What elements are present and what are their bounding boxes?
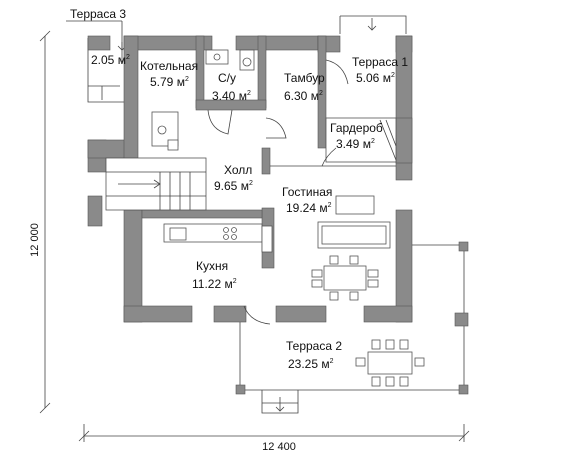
living-furniture xyxy=(270,165,396,301)
room-name: Терраса 2 xyxy=(286,339,342,353)
walls xyxy=(87,35,413,323)
room-name: Гардероб xyxy=(330,121,383,135)
room-area: 5.79 м2 xyxy=(150,75,189,89)
width-dimension-label: 12 400 xyxy=(262,441,296,453)
door-swings xyxy=(207,59,349,325)
room-area: 11.22 м2 xyxy=(192,277,237,291)
staircase xyxy=(105,157,207,211)
room-name: Холл xyxy=(224,163,252,177)
boiler-equipment xyxy=(151,111,179,151)
room-area: 19.24 м2 xyxy=(286,201,332,215)
room-area: 23.25 м2 xyxy=(288,357,334,371)
dimension-lines xyxy=(39,30,470,442)
terrace1-outline xyxy=(339,15,407,34)
room-area: 2.05 м2 xyxy=(91,53,130,67)
room-name: Тамбур xyxy=(284,71,325,85)
terrace2-outline xyxy=(235,241,469,414)
room-name: Кухня xyxy=(196,259,228,273)
room-name: Гостиная xyxy=(282,185,332,199)
room-area: 3.49 м2 xyxy=(336,137,375,151)
room-area: 5.06 м2 xyxy=(356,71,395,85)
wc-fixtures xyxy=(205,49,255,71)
terrace3-outline xyxy=(66,20,128,103)
room-name: С/у xyxy=(218,71,236,85)
terrace2-furniture xyxy=(355,339,425,387)
kitchen-furniture xyxy=(163,223,273,253)
room-area: 9.65 м2 xyxy=(214,179,253,193)
room-name: Котельная xyxy=(140,59,198,73)
room-area: 3.40 м2 xyxy=(212,89,251,103)
wardrobe-block xyxy=(325,117,397,163)
height-dimension-label: 12 000 xyxy=(29,223,41,257)
room-area: 6.30 м2 xyxy=(284,89,323,103)
room-name: Терраса 1 xyxy=(352,55,408,69)
room-labels: Терраса 3 2.05 м2 Котельная 5.79 м2 С/у … xyxy=(70,7,408,371)
room-name: Терраса 3 xyxy=(70,7,126,21)
